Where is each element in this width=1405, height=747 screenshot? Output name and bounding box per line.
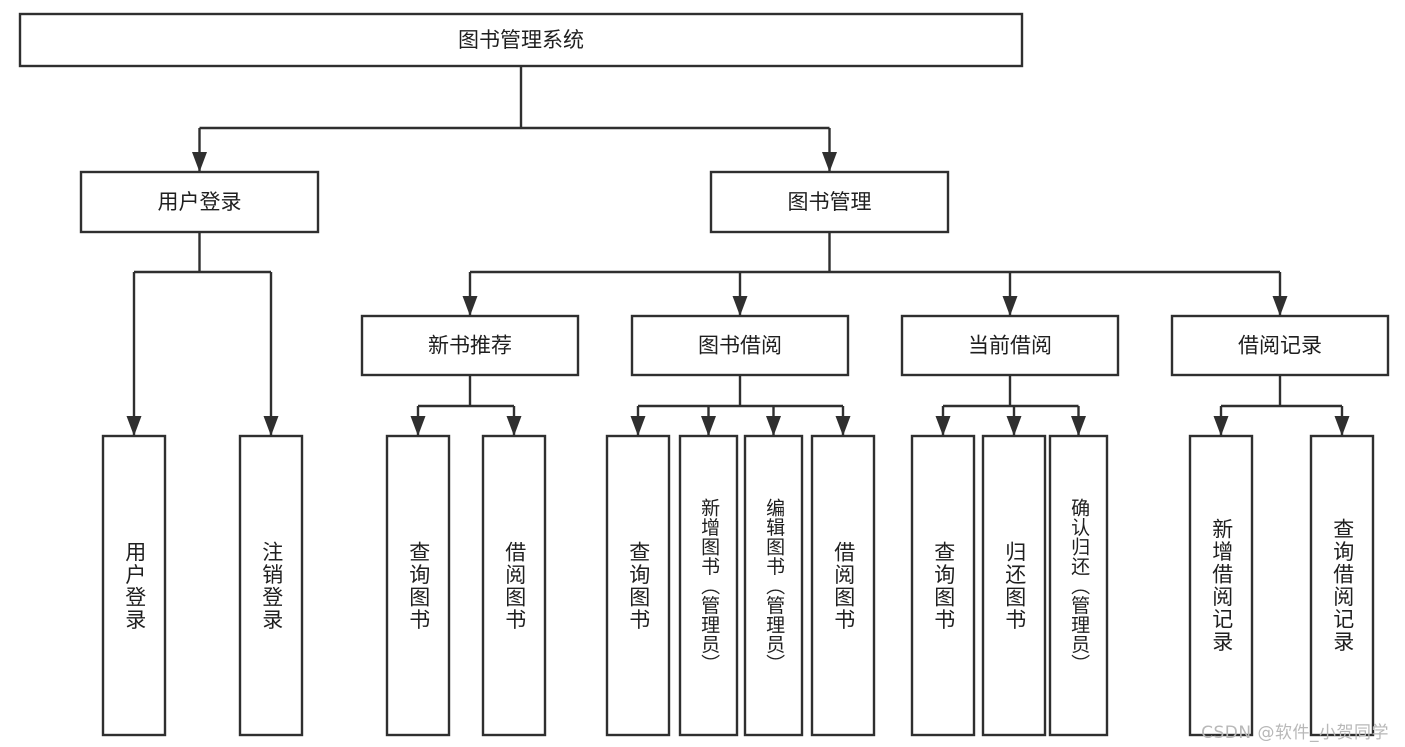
leaf-node-leaf-borrow-book-1[interactable] <box>481 434 547 737</box>
node-root[interactable] <box>18 12 1024 68</box>
arrow-down-icon-borrow-record <box>1272 296 1288 316</box>
connectors-layer <box>126 66 1350 436</box>
boxes-layer <box>18 12 1390 737</box>
node-label-root: 图书管理系统 <box>458 28 584 52</box>
arrow-down-icon-leaf-borrow-book-1 <box>506 416 522 436</box>
arrow-down-icon-leaf-add-record <box>1213 416 1229 436</box>
leaf-node-leaf-add-book[interactable] <box>678 434 739 737</box>
leaf-node-leaf-return-book[interactable] <box>981 434 1047 737</box>
node-label-user-login: 用户登录 <box>158 190 242 214</box>
arrow-down-icon-current-borrow <box>1002 296 1018 316</box>
node-label-new-book-rec: 新书推荐 <box>428 334 512 358</box>
node-new-book-rec[interactable] <box>360 314 580 377</box>
arrow-down-icon-leaf-borrow-book-2 <box>835 416 851 436</box>
node-book-manage[interactable] <box>709 170 950 234</box>
arrow-down-icon-book-borrow <box>732 296 748 316</box>
arrow-down-icon-leaf-query-book-3 <box>935 416 951 436</box>
watermark-text: CSDN @软件_小贺同学 <box>1201 723 1389 743</box>
leaf-node-leaf-query-book-3[interactable] <box>910 434 976 737</box>
leaf-node-leaf-query-book-1[interactable] <box>385 434 451 737</box>
leaf-node-leaf-borrow-book-2[interactable] <box>810 434 876 737</box>
node-user-login[interactable] <box>79 170 320 234</box>
leaf-node-leaf-query-book-2[interactable] <box>605 434 671 737</box>
arrow-down-icon-leaf-query-record <box>1334 416 1350 436</box>
arrow-down-icon-leaf-add-book <box>701 416 716 436</box>
arrow-down-icon-leaf-edit-book <box>766 416 781 436</box>
leaf-node-leaf-add-record[interactable] <box>1188 434 1254 737</box>
arrow-down-icon-leaf-logout <box>263 416 279 436</box>
arrow-down-icon-book-manage <box>822 152 837 172</box>
node-book-borrow[interactable] <box>630 314 850 377</box>
leaf-node-leaf-query-record[interactable] <box>1309 434 1375 737</box>
node-borrow-record[interactable] <box>1170 314 1390 377</box>
leaf-node-leaf-user-login[interactable] <box>101 434 167 737</box>
arrow-down-icon-leaf-query-book-2 <box>630 416 646 436</box>
node-label-borrow-record: 借阅记录 <box>1238 334 1322 358</box>
node-current-borrow[interactable] <box>900 314 1120 377</box>
node-label-book-manage: 图书管理 <box>788 190 872 214</box>
arrow-down-icon-leaf-return-book <box>1006 416 1022 436</box>
node-label-book-borrow: 图书借阅 <box>698 334 782 358</box>
node-label-current-borrow: 当前借阅 <box>968 334 1052 358</box>
arrow-down-icon-new-book-rec <box>462 296 478 316</box>
arrow-down-icon-leaf-query-book-1 <box>410 416 426 436</box>
leaf-node-leaf-logout[interactable] <box>238 434 304 737</box>
arrow-down-icon-leaf-confirm-return <box>1071 416 1086 436</box>
arrow-down-icon-leaf-user-login <box>126 416 142 436</box>
leaf-node-leaf-edit-book[interactable] <box>743 434 804 737</box>
arrow-down-icon-user-login <box>192 152 207 172</box>
leaf-node-leaf-confirm-return[interactable] <box>1048 434 1109 737</box>
